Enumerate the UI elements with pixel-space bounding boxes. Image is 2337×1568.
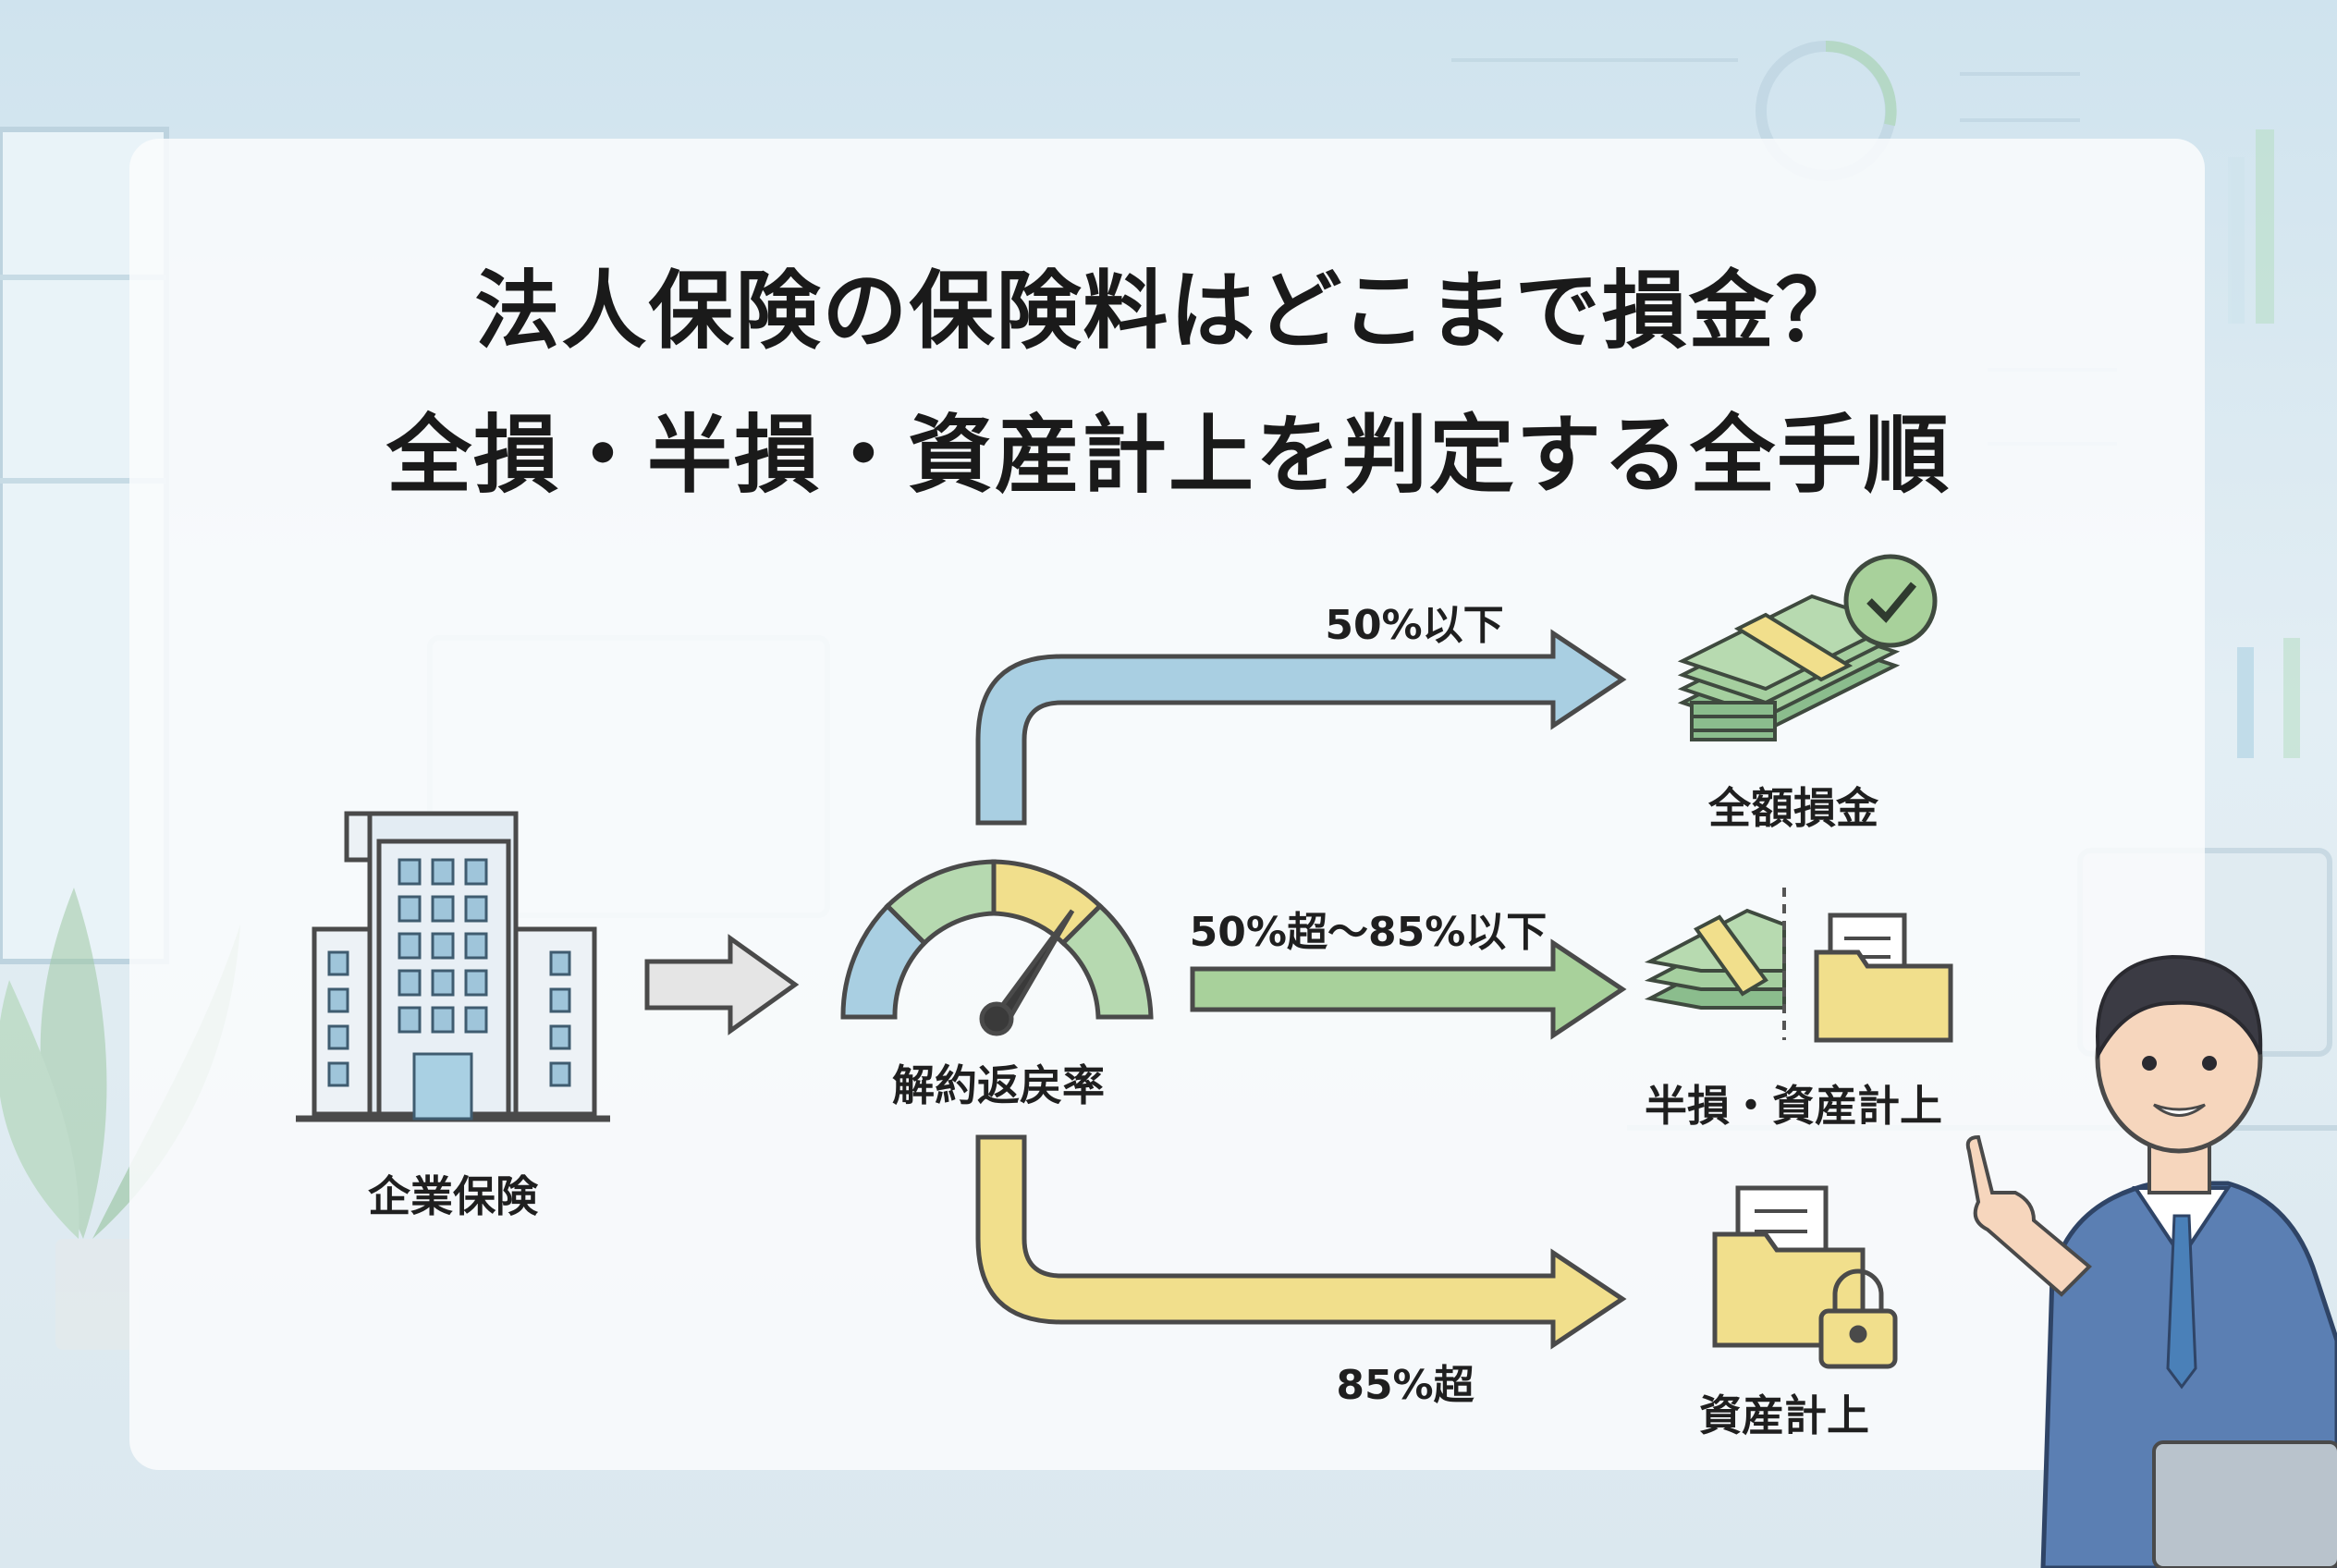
folder-document-icon-half bbox=[1814, 913, 1953, 1043]
dashboard-decoration bbox=[1451, 40, 2300, 758]
check-badge-icon bbox=[1843, 554, 1938, 648]
branch-high-condition: 85%超 bbox=[1336, 1362, 1474, 1409]
branch-low-result: 全額損金 bbox=[1708, 783, 1878, 833]
office-building-icon bbox=[296, 811, 610, 1122]
source-label: 企業保険 bbox=[368, 1171, 538, 1221]
businessman-illustration bbox=[1965, 954, 2337, 1568]
lock-icon bbox=[1818, 1268, 1898, 1369]
gauge-icon bbox=[840, 859, 1154, 1036]
money-stack-icon-half bbox=[1644, 908, 1786, 1010]
arrow-branch-high bbox=[975, 1134, 1627, 1350]
gauge-label: 解約返戻率 bbox=[892, 1060, 1105, 1110]
page-title-line-2: 全損・半損・資産計上を判定する全手順 bbox=[385, 406, 1951, 505]
plant-decoration bbox=[0, 888, 240, 1350]
arrow-branch-mid bbox=[1190, 938, 1627, 1040]
branch-high-result: 資産計上 bbox=[1699, 1390, 1869, 1440]
branch-mid-condition: 50%超〜85%以下 bbox=[1189, 909, 1548, 956]
arrow-branch-low bbox=[975, 629, 1627, 826]
branch-mid-result: 半損・資産計上 bbox=[1645, 1081, 1942, 1131]
branch-low-condition: 50%以下 bbox=[1325, 602, 1504, 649]
page-title-line-1: 法人保険の保険料はどこまで損金？ bbox=[474, 262, 1863, 361]
arrow-to-gauge bbox=[644, 934, 800, 1035]
